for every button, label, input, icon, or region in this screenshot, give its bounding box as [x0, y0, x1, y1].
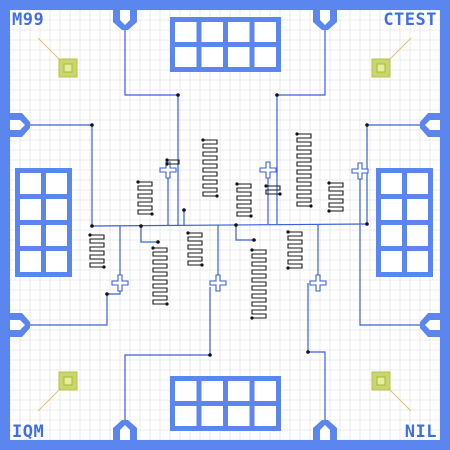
via-dot — [306, 350, 310, 354]
window-cell — [381, 225, 402, 246]
resonator-8 — [187, 232, 203, 266]
window-cell — [175, 47, 197, 67]
trace-line — [140, 226, 158, 243]
resonator-2 — [202, 139, 218, 197]
window-cell — [381, 251, 402, 272]
window-blocks — [15, 17, 433, 431]
trace-line — [124, 30, 179, 164]
resonator-10 — [287, 231, 303, 269]
window-cell — [228, 47, 250, 67]
window-cell — [46, 225, 67, 246]
resonator-6 — [89, 234, 105, 268]
window-cell — [254, 406, 276, 426]
block-left — [15, 168, 72, 277]
window-cell — [381, 199, 402, 220]
via-dot — [208, 353, 212, 357]
qubit-cross — [309, 274, 327, 292]
window-cell — [228, 22, 250, 42]
frame-right — [440, 0, 450, 450]
meander-resonators — [88, 132, 344, 320]
window-cell — [228, 381, 250, 401]
label-top-left: M99 — [12, 10, 45, 30]
frame-top — [0, 0, 450, 10]
resonator-12 — [167, 159, 180, 165]
window-cell — [201, 47, 223, 67]
window-cell — [175, 406, 197, 426]
window-cell — [20, 225, 41, 246]
via-dot — [90, 123, 94, 127]
via-dot — [275, 93, 279, 97]
resonator-7 — [152, 247, 168, 305]
window-cell — [254, 47, 276, 67]
via-dot — [156, 240, 160, 244]
window-cell — [407, 251, 428, 272]
resonator-11 — [265, 185, 281, 195]
window-cell — [228, 406, 250, 426]
resonator-1 — [137, 181, 153, 215]
window-cell — [407, 225, 428, 246]
via-dot — [176, 93, 180, 97]
window-cell — [175, 381, 197, 401]
via-dot — [234, 223, 238, 227]
alignment-markers — [37, 37, 412, 412]
qubit-crosses — [111, 161, 369, 292]
window-cell — [46, 173, 67, 194]
trace-line — [307, 283, 326, 420]
label-bottom-right: NIL — [404, 422, 437, 442]
trace-line — [359, 171, 420, 326]
window-cell — [254, 381, 276, 401]
window-cell — [407, 173, 428, 194]
window-cell — [381, 173, 402, 194]
trace-line — [276, 30, 326, 164]
window-cell — [201, 381, 223, 401]
qubit-cross — [159, 161, 177, 179]
label-bottom-left: IQM — [12, 422, 45, 442]
frame-left — [0, 0, 10, 450]
resonator-3 — [236, 183, 252, 217]
window-cell — [20, 199, 41, 220]
via-dot — [105, 292, 109, 296]
trace-line — [235, 225, 254, 241]
via-dot — [139, 224, 143, 228]
qubit-cross — [259, 161, 277, 179]
window-cell — [254, 22, 276, 42]
via-dot — [252, 238, 256, 242]
window-cell — [407, 199, 428, 220]
block-right — [376, 168, 433, 277]
block-bottom — [170, 376, 281, 431]
resonator-4 — [296, 133, 312, 207]
block-top — [170, 17, 281, 72]
window-cell — [20, 173, 41, 194]
trace-line — [124, 287, 211, 420]
qubit-cross — [209, 274, 227, 292]
via-dot — [90, 224, 94, 228]
resonator-5 — [328, 182, 344, 212]
window-cell — [175, 22, 197, 42]
via-dot — [182, 208, 186, 212]
via-dot — [365, 123, 369, 127]
label-top-right: CTEST — [383, 10, 437, 30]
window-cell — [46, 251, 67, 272]
window-cell — [201, 406, 223, 426]
via-dot — [365, 222, 369, 226]
window-cell — [46, 199, 67, 220]
qubit-cross — [351, 162, 369, 180]
resonator-9 — [251, 249, 267, 319]
trace-line — [91, 223, 368, 227]
frame-bottom — [0, 440, 450, 450]
window-cell — [20, 251, 41, 272]
signal-traces — [30, 30, 420, 420]
trace-line — [30, 281, 121, 326]
launcher-pads — [10, 10, 440, 440]
window-cell — [201, 22, 223, 42]
qubit-cross — [111, 274, 129, 292]
